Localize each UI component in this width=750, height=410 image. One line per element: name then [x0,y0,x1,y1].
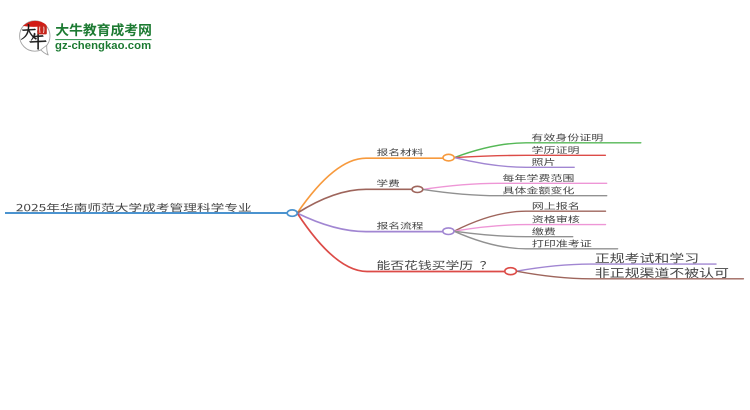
svg-text:gz-chengkao.com: gz-chengkao.com [55,40,151,52]
